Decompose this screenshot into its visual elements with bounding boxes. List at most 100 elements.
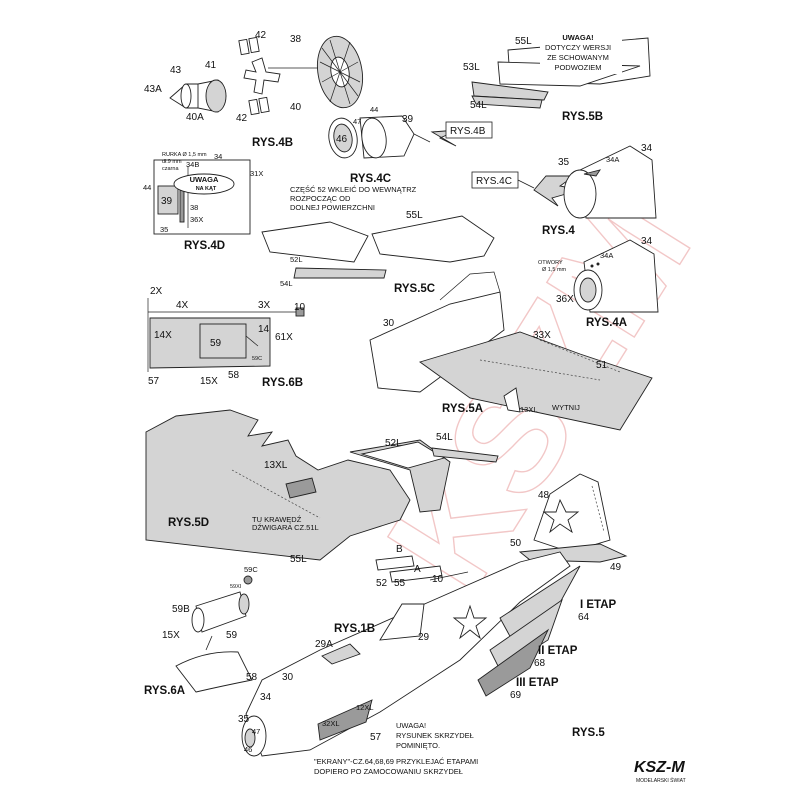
label-13xl-5d: 13XL [264, 460, 288, 471]
figure-title-rys4a: RYS.4A [586, 317, 627, 329]
label-34-5: 34 [260, 692, 272, 703]
label-55: 55 [394, 578, 406, 589]
label-52l-5c: 52L [290, 255, 303, 264]
fig-rys5-parts [241, 473, 628, 757]
label-14x: 14X [154, 330, 172, 341]
fig-rys6b-parts [147, 298, 305, 372]
label-3x: 3X [258, 300, 271, 311]
fig-rys5a-parts [369, 271, 653, 431]
svg-text:PODWOZIEM: PODWOZIEM [554, 63, 601, 72]
figure-title-rys1b: RYS.1B [334, 623, 375, 635]
figure-title-rys4c: RYS.4C [350, 173, 391, 185]
label-35-5: 35 [238, 714, 250, 725]
label-36x-4d: 36X [190, 215, 203, 224]
label-42-bottom: 42 [236, 113, 248, 124]
figure-title-rys5a: RYS.5A [442, 403, 483, 415]
label-40a: 40A [186, 112, 204, 123]
svg-text:ZE SCHOWANYM: ZE SCHOWANYM [547, 53, 609, 62]
figure-title-rys4: RYS.4 [542, 225, 575, 237]
svg-text:POMINIĘTO.: POMINIĘTO. [396, 741, 440, 750]
stage-2: II ETAP [538, 645, 578, 657]
label-30-5a: 30 [383, 318, 395, 329]
label-61x: 61X [275, 332, 293, 343]
uwaga-5b-note: UWAGA! DOTYCZY WERSJI ZE SCHOWANYM PODWO… [540, 30, 622, 74]
label-a: A [414, 564, 421, 575]
label-68: 68 [534, 658, 546, 669]
brand-logo: KSZ-M MODELARSKI ŚWIAT [634, 759, 686, 784]
label-34-4: 34 [641, 143, 653, 154]
label-52l-5d: 52L [385, 438, 402, 449]
svg-text:MODELARSKI ŚWIAT: MODELARSKI ŚWIAT [636, 776, 686, 784]
label-59c-6b: 59C [252, 356, 262, 362]
label-54l-5b: 54L [470, 100, 487, 111]
label-34b: 34B [186, 160, 199, 169]
figure-title-rys5b: RYS.5B [562, 111, 603, 123]
label-4x: 4X [176, 300, 189, 311]
part52-note: CZĘŚĆ 52 WKLEIĆ DO WEWNĄTRZ ROZPOCZĄC OD… [290, 185, 417, 212]
figure-title-rys6b: RYS.6B [262, 377, 303, 389]
label-38: 38 [290, 34, 302, 45]
label-57-5: 57 [370, 732, 382, 743]
label-29a: 29A [315, 639, 333, 650]
label-54l-5c: 54L [280, 279, 293, 288]
fig-rys5c-parts [261, 215, 495, 279]
krawedz-note: TU KRAWĘDŹ DŹWIGARA CZ.51L [252, 515, 319, 532]
label-15x-6a: 15X [162, 630, 180, 641]
fig-rys4d-parts [153, 159, 251, 235]
label-38-4d: 38 [190, 203, 198, 212]
svg-text:RURKA Ø 1,5 mm: RURKA Ø 1,5 mm [162, 152, 207, 158]
label-44-4c: 44 [370, 105, 378, 114]
label-55l-5b: 55L [515, 36, 532, 47]
figure-title-rys4b: RYS.4B [252, 137, 293, 149]
fig-rys4c-parts [328, 115, 493, 159]
label-47-4c: 47 [353, 117, 361, 126]
label-29: 29 [418, 632, 430, 643]
label-2x: 2X [150, 286, 163, 297]
label-59c-6a: 59C [244, 565, 258, 574]
label-44-4d: 44 [143, 183, 151, 192]
label-53l: 53L [463, 62, 480, 73]
label-54l-5d: 54L [436, 432, 453, 443]
label-36x-4a: 36X [556, 294, 574, 305]
label-48: 48 [538, 490, 550, 501]
svg-text:KSZ-M: KSZ-M [634, 759, 685, 776]
svg-text:NA KĄT: NA KĄT [196, 186, 217, 192]
label-43: 43 [170, 65, 182, 76]
figure-title-rys4d: RYS.4D [184, 240, 225, 252]
svg-text:CZĘŚĆ 52 WKLEIĆ DO WEWNĄTRZ: CZĘŚĆ 52 WKLEIĆ DO WEWNĄTRZ [290, 185, 417, 194]
wytnij-note: WYTNIJ [552, 403, 580, 412]
svg-text:dł.9 mm: dł.9 mm [162, 159, 182, 165]
label-69: 69 [510, 690, 522, 701]
label-34-4d: 34 [214, 152, 222, 161]
label-34a-4: 34A [606, 155, 619, 164]
svg-text:UWAGA!: UWAGA! [396, 721, 426, 730]
label-33x: 33X [533, 330, 551, 341]
svg-text:ROZPOCZĄC OD: ROZPOCZĄC OD [290, 194, 351, 203]
svg-text:UWAGA!: UWAGA! [562, 33, 593, 42]
svg-text:TU KRAWĘDŹ: TU KRAWĘDŹ [252, 515, 302, 524]
ekrany-note: "EKRANY"-CZ.64,68,69 PRZYKLEJAĆ ETAPAMI … [314, 757, 478, 776]
fig-rys4b-parts [169, 35, 363, 116]
label-39-4d: 39 [161, 196, 173, 207]
svg-text:UWAGA: UWAGA [190, 175, 219, 184]
label-50: 50 [510, 538, 522, 549]
label-46-4c: 46 [336, 134, 348, 145]
label-58-6a: 58 [246, 672, 258, 683]
label-13xl-5a: 13XL [520, 405, 538, 414]
svg-text:DOLNEJ POWIERZCHNI: DOLNEJ POWIERZCHNI [290, 203, 375, 212]
label-47-5: 47 [252, 727, 260, 736]
label-34a-4a: 34A [600, 251, 613, 260]
label-35-4d: 35 [160, 225, 168, 234]
label-42-top: 42 [255, 30, 267, 41]
label-46-5: 46 [244, 745, 252, 754]
label-58-6b: 58 [228, 370, 240, 381]
label-30-5: 30 [282, 672, 294, 683]
label-51: 51 [596, 360, 608, 371]
stage-1: I ETAP [580, 599, 617, 611]
label-14: 14 [258, 324, 270, 335]
label-49: 49 [610, 562, 622, 573]
label-55l-5c: 55L [406, 210, 423, 221]
otwory-note: OTWORY Ø 1,5 mm [538, 260, 567, 273]
figure-title-rys5d: RYS.5D [168, 517, 209, 529]
